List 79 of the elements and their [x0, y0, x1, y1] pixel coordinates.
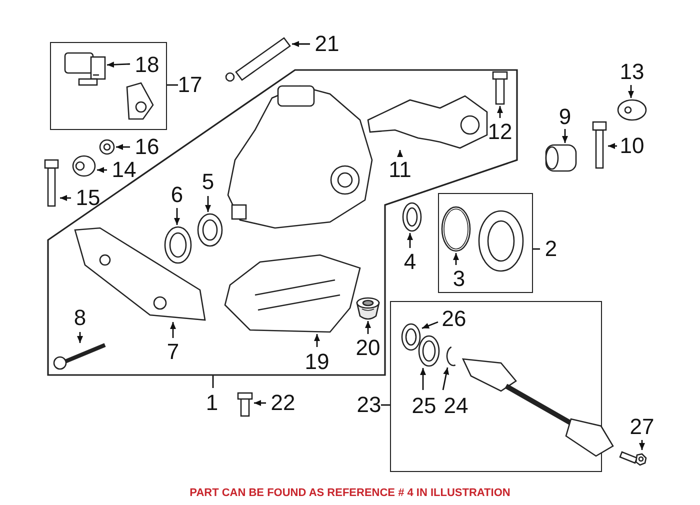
leader-line: [562, 129, 568, 143]
bushing-drawing: [71, 154, 97, 178]
callout-number: 2: [544, 238, 558, 260]
seal-ring-drawing: [400, 322, 422, 352]
leader-line: [639, 440, 645, 450]
callout-number: 16: [134, 136, 160, 158]
leader-line: [97, 167, 107, 173]
callout-number: 6: [170, 184, 184, 206]
leader-line: [116, 144, 130, 150]
leader-line: [60, 195, 71, 201]
leader-line: [170, 322, 176, 338]
callout-number: 11: [388, 159, 412, 181]
callout-number: 5: [202, 171, 214, 193]
leader-line: [628, 85, 634, 98]
leader-line: [420, 368, 426, 390]
callout-number: 9: [558, 106, 572, 128]
callout-number: 25: [412, 395, 436, 417]
grommet-drawing: [355, 296, 381, 321]
bolt-drawing: [618, 450, 648, 467]
callout-number: 8: [74, 307, 86, 329]
cover-drawing: [223, 253, 362, 334]
seal-ring-drawing: [196, 212, 224, 248]
leader-line: [174, 208, 180, 225]
grease-tube-drawing: [224, 36, 292, 83]
leader-line: [365, 321, 371, 334]
leader-line: [254, 400, 266, 406]
bushing-drawing: [616, 98, 648, 122]
callout-number: 27: [630, 416, 654, 438]
leader-line: [77, 332, 83, 343]
mount-bracket-drawing: [366, 94, 489, 150]
callout-number: 3: [452, 268, 466, 290]
callout-number: 21: [314, 33, 340, 55]
leader-line: [381, 404, 390, 406]
group-box: [438, 193, 533, 293]
nut-drawing: [98, 138, 116, 156]
leader-line: [422, 321, 438, 329]
stud-drawing: [236, 391, 254, 418]
callout-number: 1: [206, 392, 218, 414]
o-ring-drawing: [440, 205, 472, 253]
callout-number: 14: [112, 159, 136, 181]
callout-number: 7: [166, 341, 180, 363]
callout-number: 23: [356, 394, 382, 416]
leader-line: [497, 106, 503, 118]
callout-number: 17: [178, 74, 202, 96]
callout-number: 24: [444, 395, 468, 417]
leader-line: [212, 375, 214, 388]
bolt-drawing: [591, 120, 608, 170]
sensor-drawing: [63, 51, 107, 87]
caption: PART CAN BE FOUND AS REFERENCE # 4 IN ILLUSTRATION: [188, 487, 512, 499]
bolt-drawing: [491, 70, 509, 106]
snap-ring-drawing: [444, 345, 457, 368]
leader-line: [314, 334, 320, 347]
leader-line: [292, 41, 310, 47]
group-box: [50, 42, 167, 130]
callout-number: 18: [134, 54, 160, 76]
callout-number: 19: [304, 351, 330, 373]
seal-ring-drawing: [163, 225, 193, 265]
leader-line: [167, 84, 178, 86]
callout-number: 15: [76, 187, 100, 209]
callout-number: 12: [488, 121, 512, 143]
leader-line: [397, 150, 403, 157]
leader-line: [442, 367, 450, 390]
long-bolt-drawing: [52, 343, 107, 371]
leader-line: [608, 143, 617, 149]
callout-number: 10: [620, 135, 644, 157]
callout-number: 22: [270, 392, 296, 414]
leader-line: [453, 253, 459, 265]
callout-number: 4: [404, 251, 416, 273]
bolt-drawing: [43, 158, 60, 208]
callout-number: 13: [620, 61, 644, 83]
leader-line: [533, 248, 540, 250]
leader-line: [106, 62, 130, 68]
washer-drawing: [417, 334, 441, 368]
callout-number: 20: [356, 337, 380, 359]
bushing-drawing: [544, 143, 578, 173]
seal-ring-drawing: [401, 201, 423, 233]
leader-line: [205, 196, 211, 212]
callout-number: 26: [442, 308, 466, 330]
leader-line: [407, 233, 413, 248]
